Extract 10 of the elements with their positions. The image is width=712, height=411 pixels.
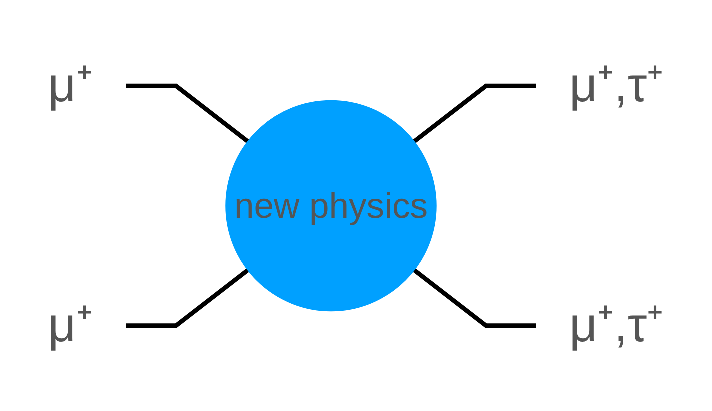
node-circle bbox=[226, 100, 437, 312]
node-text: μ⁺,τ⁺ bbox=[570, 298, 664, 352]
node-text: μ⁺ bbox=[48, 58, 93, 112]
node-text: μ⁺ bbox=[48, 298, 93, 352]
connector bbox=[413, 268, 536, 328]
connector bbox=[413, 83, 536, 143]
connector bbox=[126, 268, 250, 328]
diagram: μ⁺ μ⁺,τ⁺ new physics μ⁺ μ⁺,τ⁺ bbox=[6, 6, 706, 406]
connector bbox=[126, 83, 250, 143]
node-text: μ⁺,τ⁺ bbox=[570, 58, 664, 112]
